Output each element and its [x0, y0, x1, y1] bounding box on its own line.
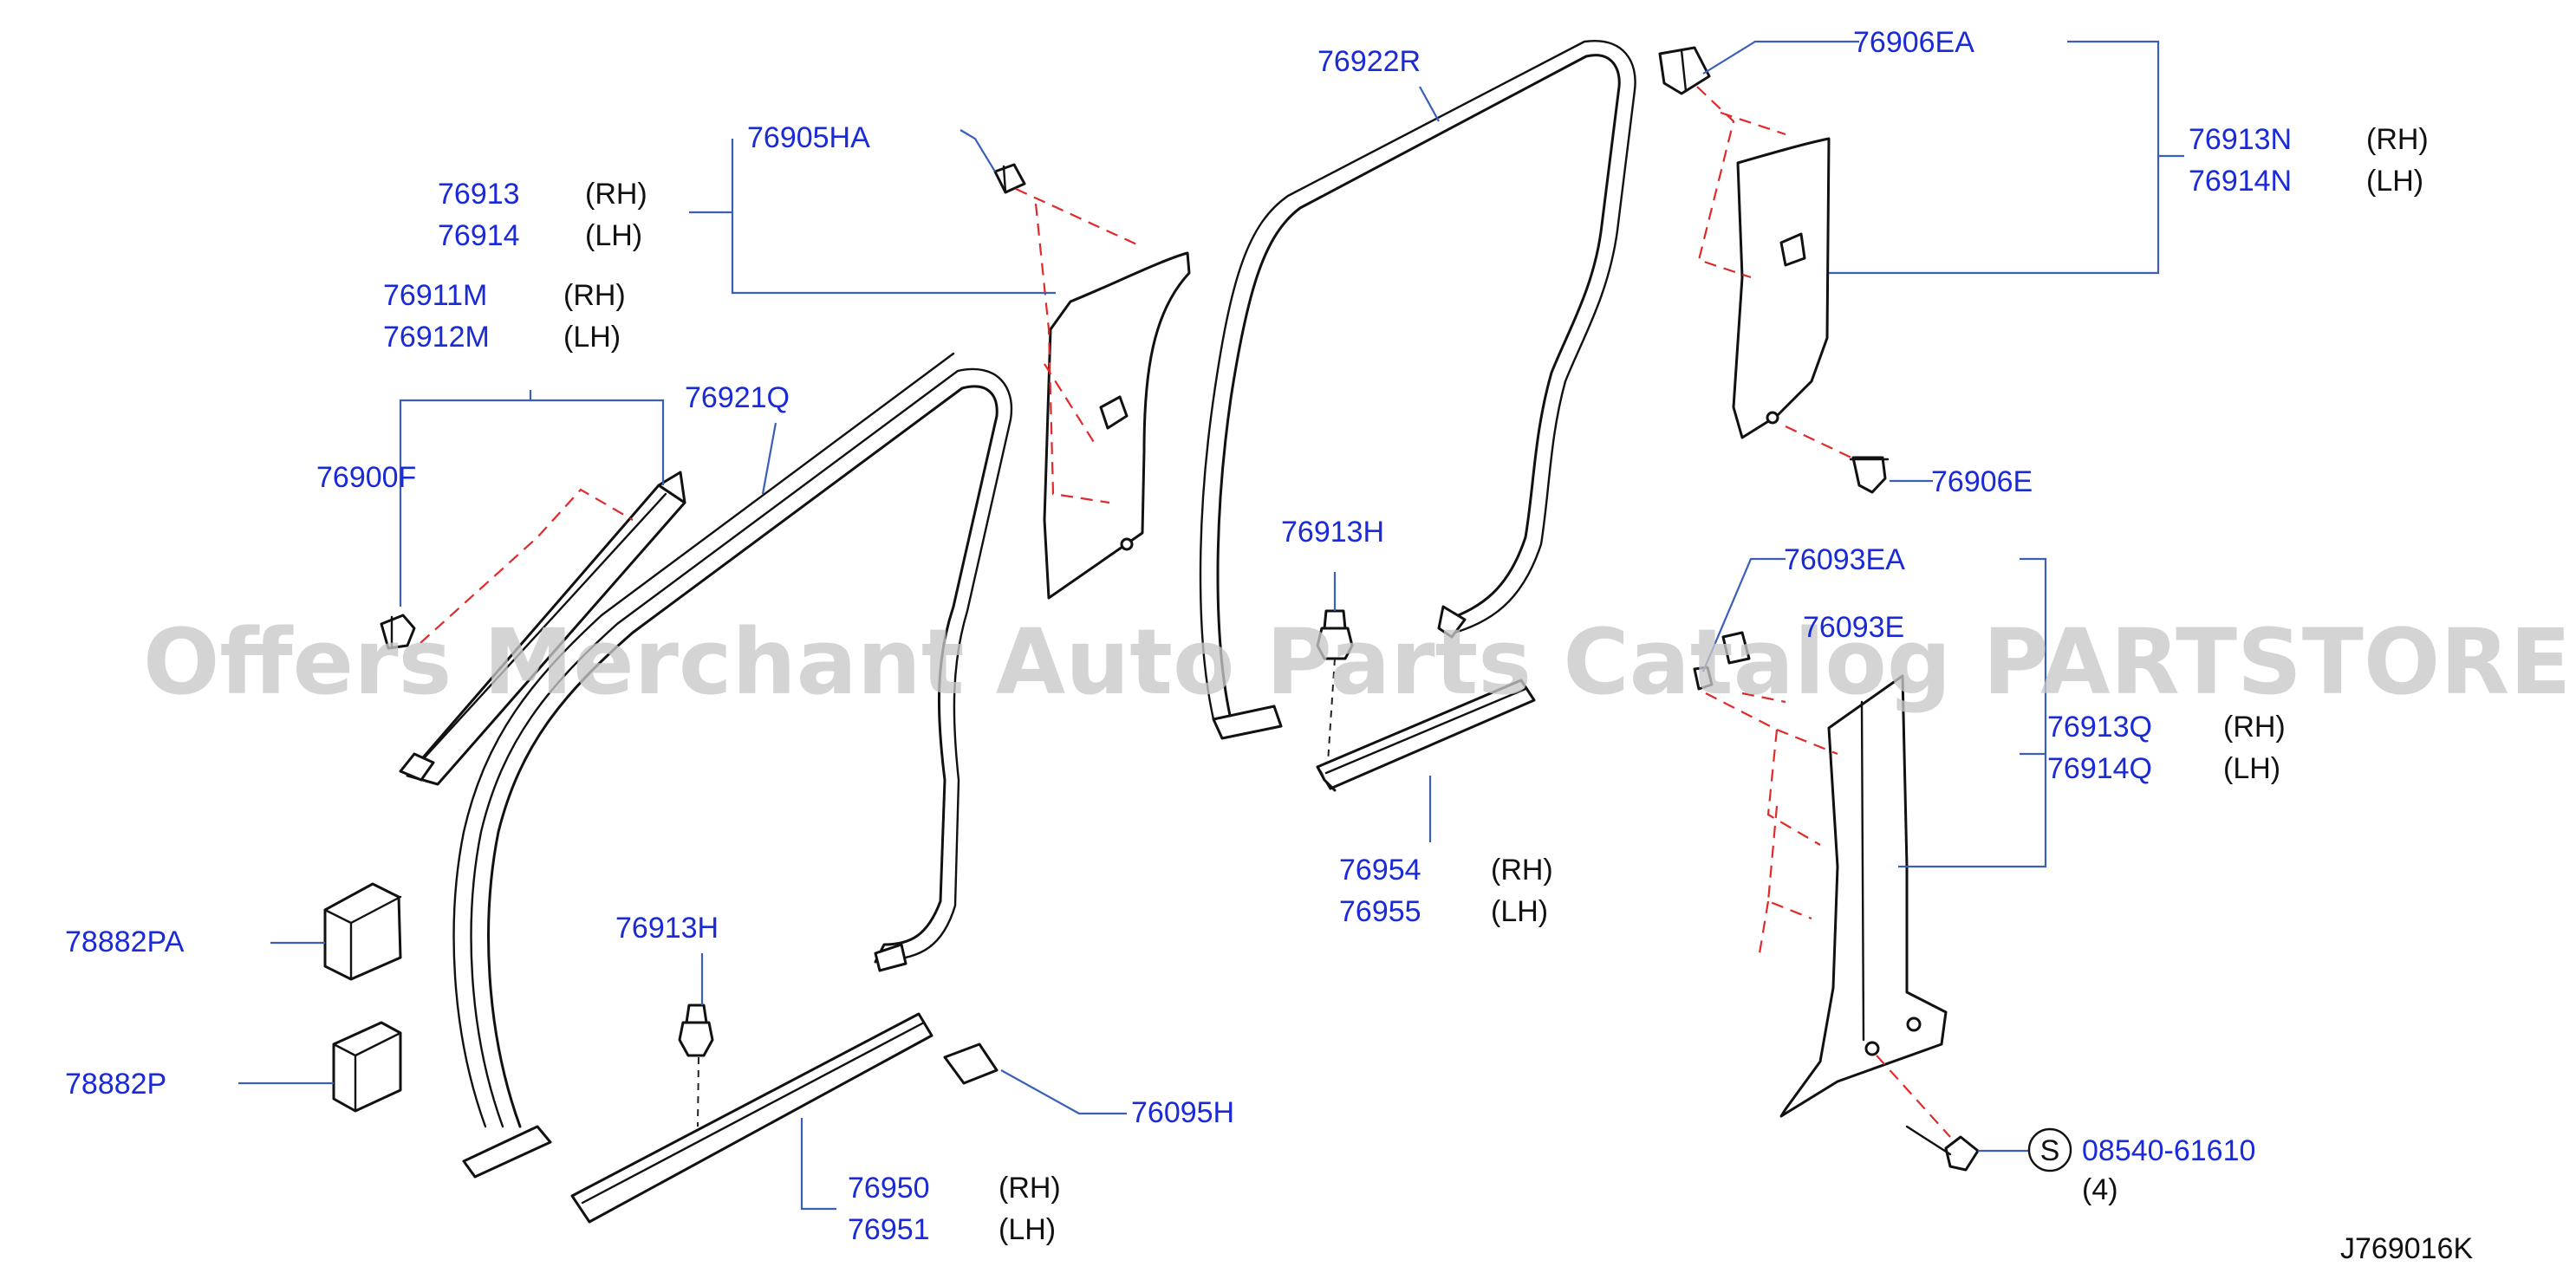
- part-label-76951[interactable]: 76951: [848, 1213, 930, 1246]
- part-label-76093ea[interactable]: 76093EA: [1784, 543, 1905, 576]
- part-label-08540-61610[interactable]: 08540-61610: [2082, 1134, 2255, 1167]
- side-lh: (LH): [1491, 895, 1548, 928]
- diagram-code: J769016K: [2340, 1232, 2473, 1265]
- clip-76900f: [380, 614, 416, 650]
- part-label-76913q[interactable]: 76913Q: [2047, 711, 2152, 744]
- part-label-78882p[interactable]: 78882P: [65, 1068, 166, 1101]
- part-label-76913[interactable]: 76913: [438, 178, 520, 211]
- part-label-76095h[interactable]: 76095H: [1131, 1096, 1234, 1129]
- a-pillar-finisher: [399, 471, 686, 786]
- clip-76913h-upper: [1316, 609, 1354, 660]
- rear-door-weatherstrip: [1199, 40, 1636, 740]
- center-pillar-upper-trim: [1732, 137, 1831, 439]
- leader-lines: [238, 40, 2184, 1211]
- bolt-symbol-circle: [2027, 1127, 2072, 1172]
- clip-76093e: [1721, 631, 1751, 665]
- side-lh: (LH): [2366, 165, 2423, 198]
- part-label-76906e[interactable]: 76906E: [1931, 465, 2033, 498]
- part-label-76914[interactable]: 76914: [438, 219, 520, 252]
- bolt-quantity: (4): [2082, 1173, 2118, 1206]
- part-label-76905ha[interactable]: 76905HA: [747, 121, 870, 154]
- clip-76905ha: [993, 163, 1026, 194]
- watermark-text: Offers Merchant Auto Parts Catalog PARTS…: [143, 609, 2576, 715]
- part-label-76950[interactable]: 76950: [848, 1172, 930, 1205]
- side-rh: (RH): [999, 1172, 1061, 1205]
- part-label-76914q[interactable]: 76914Q: [2047, 752, 2152, 785]
- part-label-76913h-lower[interactable]: 76913H: [615, 912, 719, 945]
- part-label-76913n[interactable]: 76913N: [2189, 123, 2292, 156]
- part-label-76954[interactable]: 76954: [1339, 854, 1421, 887]
- bolt-symbol: S: [2040, 1134, 2060, 1167]
- clip-76093ea: [1693, 666, 1714, 691]
- clip-76906ea: [1658, 46, 1711, 95]
- clip-76906e: [1849, 456, 1890, 494]
- side-lh: (LH): [585, 219, 642, 252]
- assembly-lines: [420, 86, 1951, 1138]
- part-label-76900f[interactable]: 76900F: [316, 461, 416, 494]
- part-label-76906ea[interactable]: 76906EA: [1853, 26, 1974, 59]
- side-lh: (LH): [563, 321, 621, 354]
- part-label-78882pa[interactable]: 78882PA: [65, 926, 185, 958]
- part-label-76955[interactable]: 76955: [1339, 895, 1421, 928]
- side-rh: (RH): [2366, 123, 2429, 156]
- bolt-08540: [1905, 1125, 1980, 1172]
- pillar-trim-76913: [1043, 251, 1191, 600]
- pad-78882pa: [323, 882, 402, 981]
- part-label-76093e[interactable]: 76093E: [1803, 611, 1904, 644]
- side-rh: (RH): [1491, 854, 1553, 887]
- callout-labels: 76905HA 76913 (RH) 76914 (LH) 76911M (RH…: [65, 26, 2473, 1265]
- side-lh: (LH): [999, 1213, 1056, 1246]
- part-label-76913h-upper[interactable]: 76913H: [1281, 516, 1384, 549]
- side-rh: (RH): [585, 178, 647, 211]
- side-lh: (LH): [2223, 752, 2280, 785]
- side-rh: (RH): [2223, 711, 2286, 744]
- part-label-76912m[interactable]: 76912M: [383, 321, 490, 354]
- side-rh: (RH): [563, 279, 626, 312]
- clip-76913h-lower: [678, 1003, 714, 1057]
- front-door-weatherstrip: [452, 352, 1013, 1179]
- rear-kicking-plate: [1316, 679, 1536, 792]
- seal-pad-76095h: [943, 1042, 999, 1085]
- part-label-76914n[interactable]: 76914N: [2189, 165, 2292, 198]
- part-label-76921q[interactable]: 76921Q: [685, 381, 790, 414]
- pad-78882p: [332, 1021, 402, 1113]
- part-label-76922r[interactable]: 76922R: [1317, 45, 1421, 78]
- front-kicking-plate: [570, 1012, 933, 1224]
- part-label-76911m[interactable]: 76911M: [383, 279, 487, 312]
